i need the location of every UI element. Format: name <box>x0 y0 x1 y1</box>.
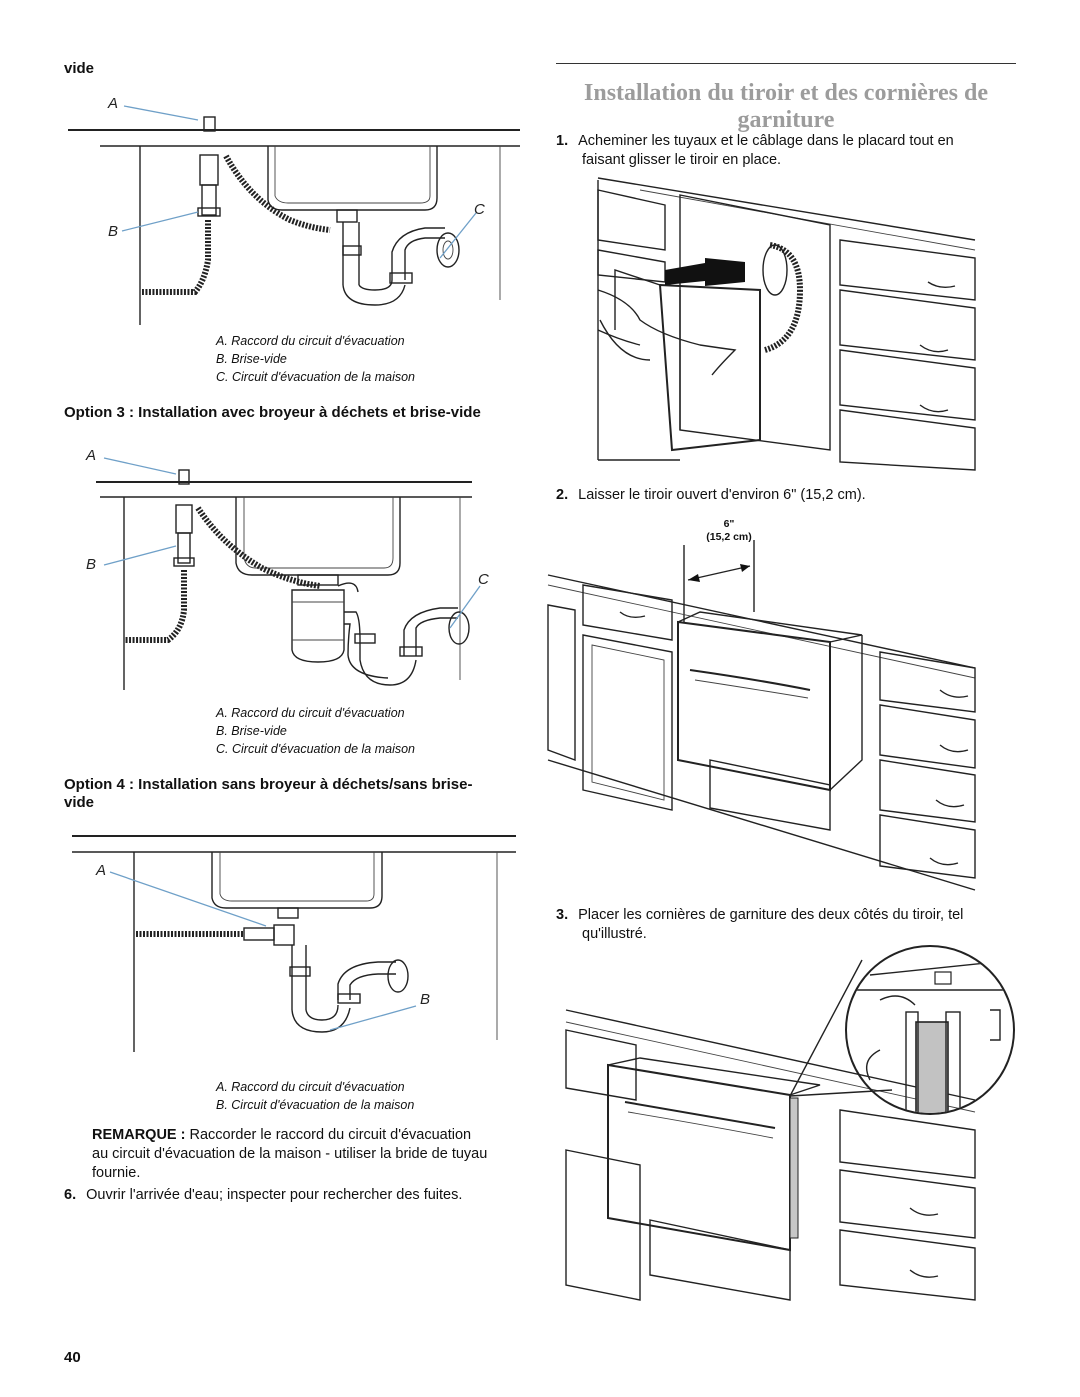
remarque-text: Raccorder le raccord du circuit d'évacua… <box>189 1127 472 1143</box>
dimension-label: 6" (15,2 cm) <box>684 518 774 544</box>
callout-a-label: A <box>108 95 119 112</box>
step1: 1. Acheminer les tuyaux et le câblage da… <box>556 132 1016 170</box>
callout-c-label: C <box>478 571 489 588</box>
caption-item: B. Circuit d'évacuation de la maison <box>216 1098 415 1112</box>
section-heading-vide: vide <box>64 60 95 77</box>
step6: 6. Ouvrir l'arrivée d'eau; inspecter pou… <box>64 1186 462 1205</box>
caption-item: B. Brise-vide <box>216 724 287 738</box>
step-number: 3. <box>556 907 569 923</box>
remarque-note: REMARQUE : Raccorder le raccord du circu… <box>92 1126 532 1183</box>
step3-line: 3. Placer les cornières de garniture des… <box>556 906 1016 925</box>
remarque-line: au circuit d'évacuation de la maison - u… <box>92 1146 488 1162</box>
caption-item: C. Circuit d'évacuation de la maison <box>216 370 416 384</box>
figure3-drawing <box>72 835 516 1052</box>
callout-b-label: B <box>86 556 97 573</box>
step-number: 6. <box>64 1187 77 1203</box>
page-number: 40 <box>64 1349 81 1366</box>
title-line: garniture <box>737 107 835 133</box>
caption-item: C. Circuit d'évacuation de la maison <box>216 742 416 756</box>
push-arrow-icon <box>665 258 745 286</box>
figure2-caption: A. Raccord du circuit d'évacuation B. Br… <box>216 704 415 758</box>
figure2-drawing <box>96 457 481 690</box>
drawer-open-illustration <box>547 540 976 891</box>
caption-item: A. Raccord du circuit d'évacuation <box>216 334 405 348</box>
step3-line: qu'illustré. <box>582 926 647 942</box>
remarque-line: fournie. <box>92 1165 141 1181</box>
step-number: 1. <box>556 133 569 149</box>
caption-item: B. Brise-vide <box>216 352 287 366</box>
step-number: 2. <box>556 487 569 503</box>
cabinet-drawer-fronts <box>839 239 976 471</box>
option4-heading-line: Option 4 : Installation sans broyeur à d… <box>64 776 473 793</box>
step1-line: faisant glisser le tiroir en place. <box>582 152 782 168</box>
callout-a-label: A <box>86 447 97 464</box>
step2: 2. Laisser le tiroir ouvert d'environ 6"… <box>556 486 866 505</box>
callout-c-label: C <box>474 201 485 218</box>
callout-a-label: A <box>96 862 107 879</box>
callout-b-label: B <box>108 223 119 240</box>
option4-heading: Option 4 : Installation sans broyeur à d… <box>64 776 472 812</box>
remarque-label: REMARQUE : <box>92 1127 186 1143</box>
title-line: Installation du tiroir et des cornières … <box>584 80 988 106</box>
remarque-line: REMARQUE : Raccorder le raccord du circu… <box>92 1126 532 1145</box>
caption-item: A. Raccord du circuit d'évacuation <box>216 1080 405 1094</box>
option4-heading-line: vide <box>64 794 95 811</box>
callout-b-label: B <box>420 991 431 1008</box>
dimension-cm: (15,2 cm) <box>706 531 752 543</box>
dimension-inches: 6" <box>723 518 735 530</box>
section-rule <box>556 63 1016 64</box>
section-title: Installation du tiroir et des cornières … <box>556 80 1016 134</box>
figure1-drawing <box>68 105 520 325</box>
option3-heading: Option 3 : Installation avec broyeur à d… <box>64 404 481 421</box>
step1-line: 1. Acheminer les tuyaux et le câblage da… <box>556 132 1016 151</box>
figure3-caption: A. Raccord du circuit d'évacuation B. Ci… <box>216 1078 414 1114</box>
step-text: Acheminer les tuyaux et le câblage dans … <box>578 133 954 149</box>
trim-detail-zoom <box>850 959 1013 1113</box>
trim-bracket <box>789 1097 799 1239</box>
step-text: Placer les cornières de garniture des de… <box>578 907 964 923</box>
step-text: Laisser le tiroir ouvert d'environ 6" (1… <box>578 487 866 503</box>
figure1-caption: A. Raccord du circuit d'évacuation B. Br… <box>216 332 415 386</box>
step-text: Ouvrir l'arrivée d'eau; inspecter pour r… <box>86 1187 463 1203</box>
caption-item: A. Raccord du circuit d'évacuation <box>216 706 405 720</box>
drawer-slide-in-illustration <box>597 177 976 471</box>
step3: 3. Placer les cornières de garniture des… <box>556 906 1016 944</box>
